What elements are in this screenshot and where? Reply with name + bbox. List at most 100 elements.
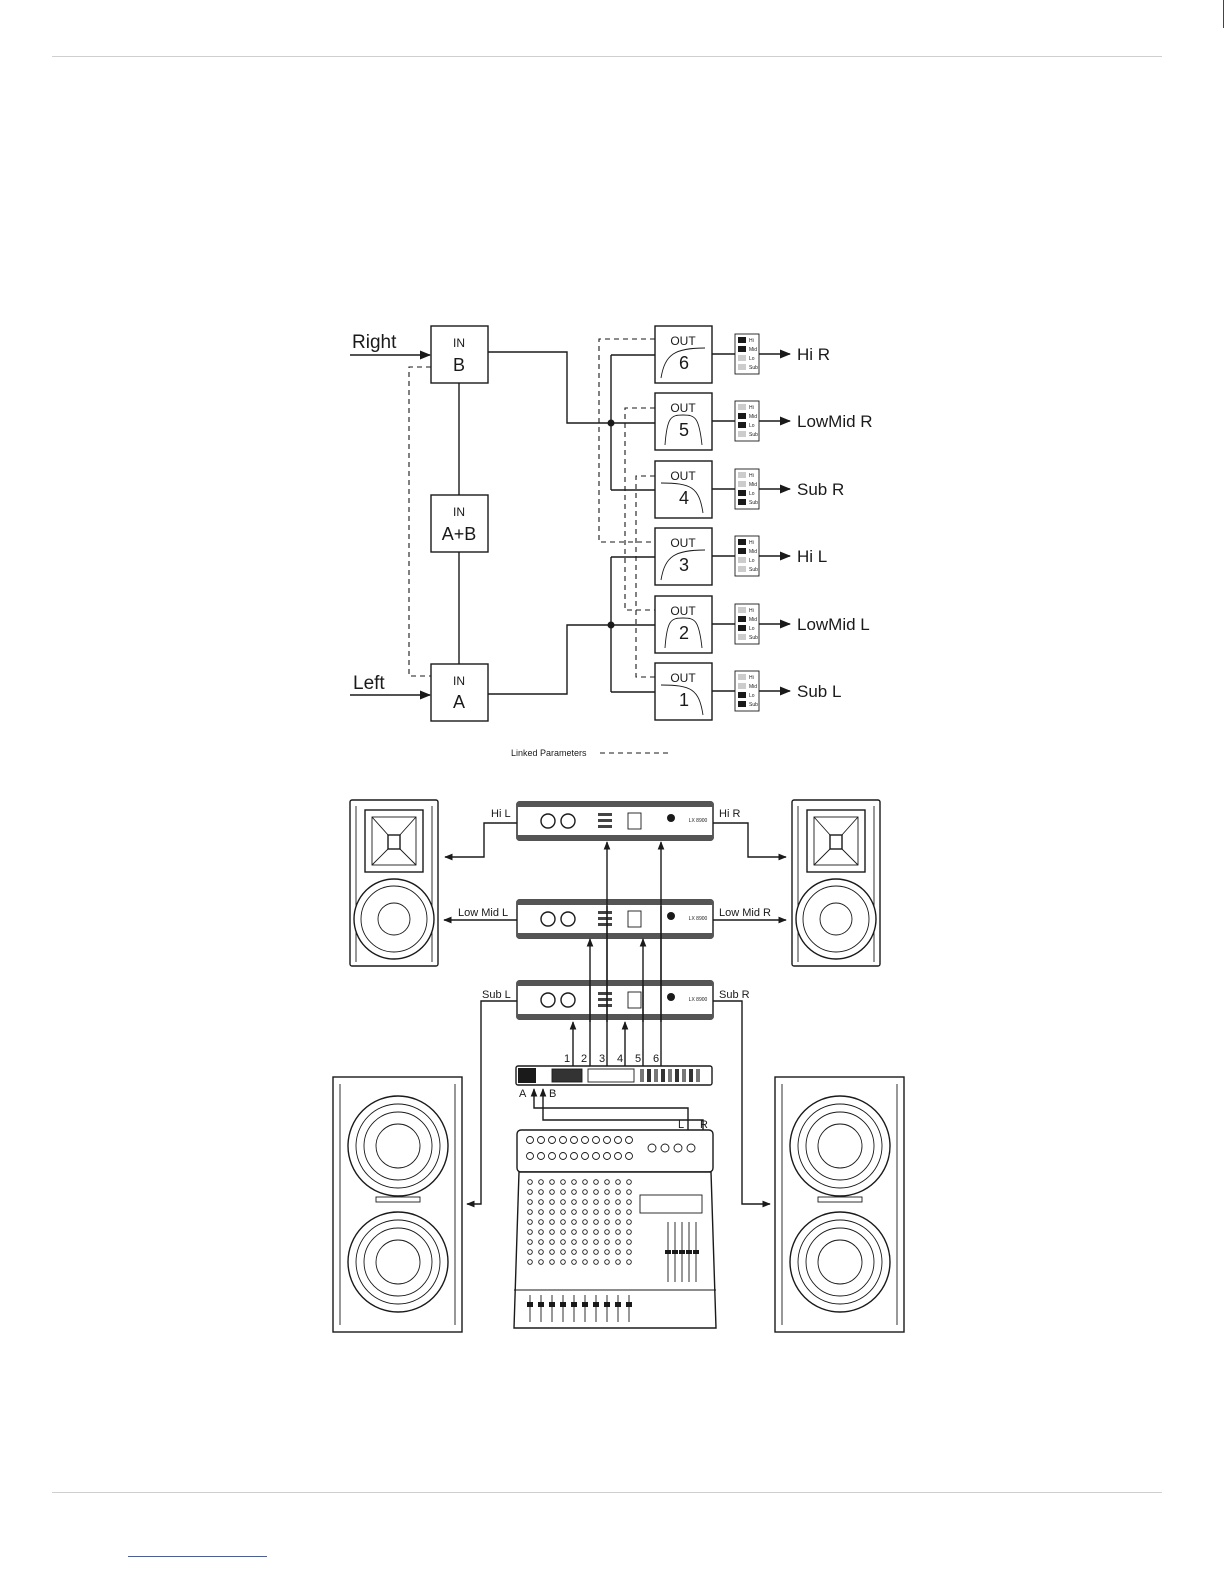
output-label: OUT xyxy=(670,469,696,483)
output-label: OUT xyxy=(670,334,696,348)
svg-text:Hi: Hi xyxy=(749,405,754,411)
amplifier-stack: LX 8900 LX 8900 LX 8900 xyxy=(517,802,713,1019)
bus-left xyxy=(488,625,611,694)
subwoofer-right xyxy=(775,1077,904,1332)
svg-text:Mid: Mid xyxy=(749,482,757,488)
wire-sub-r xyxy=(713,1001,770,1204)
channel-number: 1 xyxy=(564,1053,570,1065)
wire-sub-l xyxy=(467,1001,517,1204)
link-out5-out2 xyxy=(625,408,655,610)
subwoofer-left xyxy=(333,1077,462,1332)
channel-number: 2 xyxy=(581,1053,587,1065)
in-b-top: IN xyxy=(453,336,465,350)
amplifier-model: LX 8900 xyxy=(689,916,708,922)
output-number: 5 xyxy=(679,420,689,440)
link-out6-out3 xyxy=(599,339,655,542)
dsp-processor xyxy=(516,1066,712,1085)
channel-number: 5 xyxy=(635,1053,641,1065)
output-destination: Hi L xyxy=(797,547,827,566)
svg-text:Lo: Lo xyxy=(749,423,755,429)
svg-text:Sub: Sub xyxy=(749,500,758,506)
svg-text:Lo: Lo xyxy=(749,626,755,632)
svg-text:Mid: Mid xyxy=(749,414,757,420)
label-hi-l: Hi L xyxy=(491,808,511,820)
channel-number: 3 xyxy=(599,1053,605,1065)
output-destination: LowMid L xyxy=(797,615,870,634)
in-a-box: IN A xyxy=(431,664,488,721)
in-ab-top: IN xyxy=(453,505,465,519)
output-number: 6 xyxy=(679,353,689,373)
input-left-label: Left xyxy=(353,673,385,694)
amplifier-3: LX 8900 xyxy=(517,981,713,1019)
label-sub-r: Sub R xyxy=(719,989,750,1001)
level-meter-icon: HiMidLoSub xyxy=(735,334,759,374)
svg-text:Mid: Mid xyxy=(749,617,757,623)
output-label: OUT xyxy=(670,671,696,685)
wire-hi-l xyxy=(445,823,517,857)
label-sub-l: Sub L xyxy=(482,989,511,1001)
svg-text:Sub: Sub xyxy=(749,635,758,641)
svg-text:Mid: Mid xyxy=(749,684,757,690)
in-a-top: IN xyxy=(453,674,465,688)
svg-text:Hi: Hi xyxy=(749,675,754,681)
mixer-out-l: L xyxy=(678,1119,684,1131)
svg-text:Mid: Mid xyxy=(749,549,757,555)
output-number: 4 xyxy=(679,488,689,508)
in-b-bottom: B xyxy=(453,355,465,375)
svg-text:Lo: Lo xyxy=(749,693,755,699)
svg-text:Hi: Hi xyxy=(749,608,754,614)
label-hi-r: Hi R xyxy=(719,808,740,820)
svg-text:Sub: Sub xyxy=(749,567,758,573)
label-low-mid-l: Low Mid L xyxy=(458,907,508,919)
speaker-top-left xyxy=(350,800,438,966)
output-number: 1 xyxy=(679,690,689,710)
svg-text:Hi: Hi xyxy=(749,338,754,344)
input-b-label: B xyxy=(549,1088,556,1100)
output-destination: LowMid R xyxy=(797,412,873,431)
svg-text:Sub: Sub xyxy=(749,702,758,708)
output-box-2: OUT 2 HiMidLoSub LowMid L xyxy=(611,596,870,653)
input-linked-parameters xyxy=(409,367,431,676)
svg-text:Sub: Sub xyxy=(749,365,758,371)
output-label: OUT xyxy=(670,401,696,415)
svg-text:Mid: Mid xyxy=(749,347,757,353)
amplifier-1: LX 8900 xyxy=(517,802,713,840)
label-low-mid-r: Low Mid R xyxy=(719,907,771,919)
amplifier-2: LX 8900 xyxy=(517,900,713,938)
svg-text:Hi: Hi xyxy=(749,540,754,546)
mixer-out-r: R xyxy=(700,1119,708,1131)
in-ab-bottom: A+B xyxy=(442,524,477,544)
bus-right xyxy=(488,352,611,423)
output-destination: Sub L xyxy=(797,682,841,701)
in-ab-box: IN A+B xyxy=(431,495,488,552)
link-out4-out1 xyxy=(636,476,655,677)
output-box-3: OUT3HiMidLoSubHi L xyxy=(611,528,827,585)
legend-linked-parameters: Linked Parameters xyxy=(511,748,587,758)
output-destination: Sub R xyxy=(797,480,844,499)
output-label: OUT xyxy=(670,536,696,550)
channel-number: 6 xyxy=(653,1053,659,1065)
mixer-console xyxy=(514,1130,716,1328)
in-b-box: IN B xyxy=(431,326,488,383)
output-number: 2 xyxy=(679,623,689,643)
amplifier-model: LX 8900 xyxy=(689,818,708,824)
svg-text:Lo: Lo xyxy=(749,356,755,362)
channel-number: 4 xyxy=(617,1053,623,1065)
in-a-bottom: A xyxy=(453,692,465,712)
speaker-top-right xyxy=(792,800,880,966)
setup-illustration: LX 8900 LX 8900 LX 8900 Hi L Hi R Low Mid … xyxy=(333,800,904,1332)
output-label: OUT xyxy=(670,604,696,618)
wire-mixer-l xyxy=(534,1089,688,1136)
input-a-label: A xyxy=(519,1088,527,1100)
